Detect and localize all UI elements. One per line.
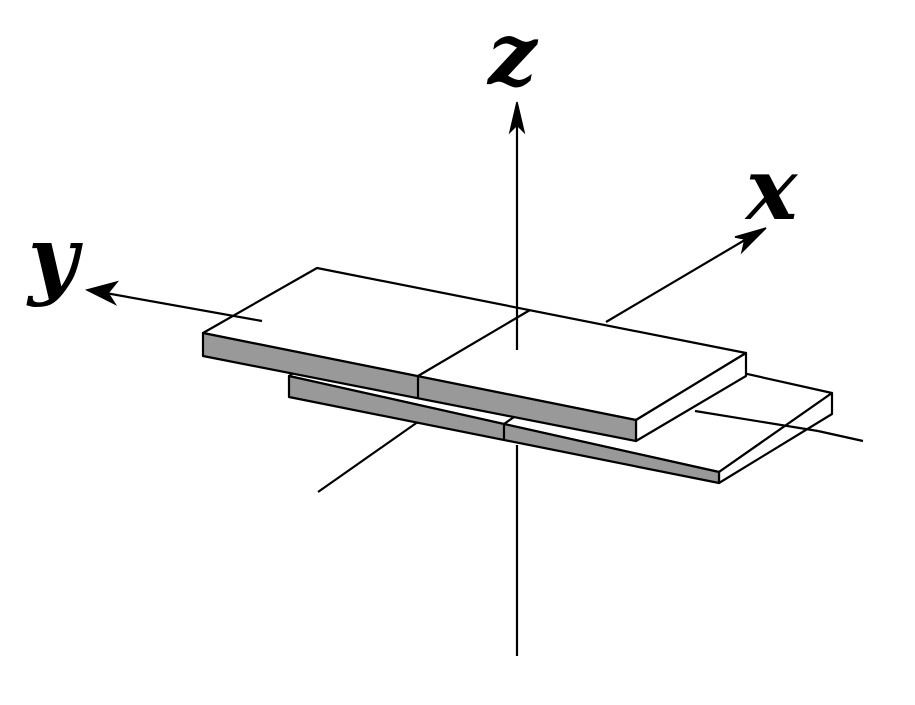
- upper-slab-top-divider: [417, 309, 531, 377]
- y-axis-arrowhead: [84, 280, 120, 306]
- x-axis-arrowhead: [734, 227, 767, 255]
- y-axis-label: y: [26, 208, 83, 309]
- z-axis-label: z: [486, 4, 539, 105]
- upper-slab: [201, 266, 748, 443]
- z-axis-arrowhead: [508, 101, 526, 135]
- x-axis-negative: [317, 411, 433, 493]
- x-axis-positive: [605, 233, 756, 323]
- y-axis-positive: [99, 290, 263, 323]
- upper-slab-front-face: [201, 331, 638, 443]
- y-axis-negative-tip: [817, 429, 864, 443]
- y-axis-on-lower-slab: [694, 409, 819, 433]
- x-axis-label: x: [744, 139, 799, 240]
